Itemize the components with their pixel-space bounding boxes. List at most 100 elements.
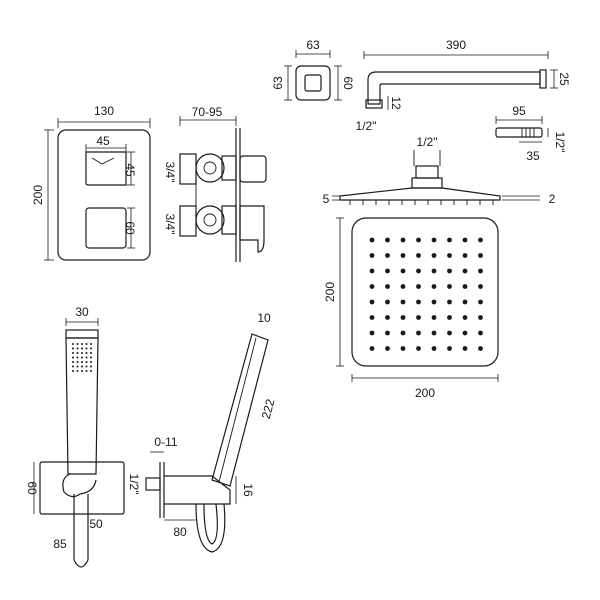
shower-nozzle: [431, 268, 437, 274]
handset-spray-hole: [81, 365, 83, 368]
shower-nozzle: [400, 237, 406, 243]
handset-spray-hole: [90, 370, 92, 372]
handset-spray-hole: [76, 365, 79, 368]
outlet-length-label: 95: [512, 104, 526, 118]
shower-nozzle: [447, 315, 452, 320]
shower-nozzle: [431, 315, 437, 320]
valve-side-view: 70-95 3/4" 3/4": [163, 105, 267, 262]
shower-nozzle: [385, 299, 390, 305]
shower-nozzle: [478, 346, 483, 351]
handset-spray-hole: [81, 370, 83, 372]
hose-outlet-label: 16: [241, 483, 255, 497]
shower-nozzle: [431, 330, 437, 336]
shower-nozzle: [369, 284, 375, 289]
shower-nozzle: [447, 346, 452, 351]
shower-head-plan-view: 200 200: [323, 217, 499, 400]
head-thread-label: 1/2": [417, 135, 438, 149]
shower-nozzle: [416, 284, 421, 289]
bracket-outer-width-label: 85: [53, 537, 67, 551]
handset-width-label: 30: [75, 305, 89, 319]
shower-nozzle: [400, 253, 406, 258]
handset-spray-hole: [81, 356, 83, 359]
shower-nozzle: [478, 330, 483, 336]
wall-elbow: 63 63 60: [271, 38, 355, 101]
shower-nozzle: [431, 253, 437, 258]
handset-spray-hole: [72, 343, 74, 345]
shower-nozzle: [462, 346, 468, 351]
elbow-width-label: 63: [306, 38, 320, 52]
handset-spray-hole: [72, 356, 74, 359]
bracket-inner-width-label: 50: [89, 517, 103, 531]
shower-head-side-view: 1/2" 5 2: [323, 135, 556, 206]
shower-nozzle-grid: [369, 237, 483, 351]
shower-nozzle: [478, 237, 483, 243]
shower-nozzle: [478, 253, 483, 258]
shower-nozzle: [462, 268, 468, 274]
shower-nozzle: [462, 315, 468, 320]
handset-length-label: 222: [259, 397, 278, 420]
handset-spray-hole: [76, 356, 79, 359]
shower-nozzle: [369, 315, 375, 320]
valve-outlet-top-label: 3/4": [163, 162, 177, 183]
valve-depth-label: 70-95: [192, 105, 223, 119]
handset-front-view: 30 60 50 85: [25, 305, 125, 568]
shower-nozzle: [416, 315, 421, 320]
shower-nozzle: [431, 284, 437, 289]
head-thickness-right-label: 2: [549, 192, 556, 206]
shower-nozzle: [369, 346, 375, 351]
handset-spray-hole: [90, 343, 92, 345]
shower-nozzle: [416, 330, 421, 336]
shower-nozzle: [400, 315, 406, 320]
shower-nozzle: [385, 253, 390, 258]
shower-nozzle: [416, 253, 421, 258]
arm-height-label: 25: [557, 72, 571, 86]
shower-nozzle: [478, 315, 483, 320]
arm-thread-label: 1/2": [356, 119, 377, 133]
shower-nozzle: [416, 346, 421, 351]
shower-nozzle: [447, 299, 452, 305]
handset-spray-hole: [72, 352, 74, 354]
shower-nozzle: [447, 237, 452, 243]
side-thread-label: 1/2": [127, 474, 141, 495]
handset-spray-hole: [85, 347, 88, 350]
shower-nozzle: [447, 284, 452, 289]
elbow-depth-label: 60: [341, 76, 355, 90]
valve-height-label: 200: [31, 185, 45, 205]
outlet-height-label: 35: [526, 149, 540, 163]
shower-nozzle: [462, 237, 468, 243]
handset-spray-holes: [72, 343, 92, 372]
handset-spray-hole: [72, 370, 74, 372]
shower-nozzle: [462, 253, 468, 258]
handset-spray-hole: [85, 343, 88, 345]
shower-nozzle: [369, 237, 375, 243]
handset-spray-hole: [76, 347, 79, 350]
handset-spray-hole: [81, 343, 83, 345]
shower-nozzle: [431, 237, 437, 243]
handset-spray-hole: [90, 356, 92, 359]
shower-nozzle: [416, 237, 421, 243]
shower-nozzle: [400, 346, 406, 351]
shower-nozzle: [385, 330, 390, 336]
shower-nozzle: [385, 268, 390, 274]
handset-spray-hole: [90, 352, 92, 354]
handset-spray-hole: [85, 365, 88, 368]
shower-nozzle: [400, 299, 406, 305]
handset-spray-hole: [90, 365, 92, 368]
handset-tip-label: 10: [257, 311, 271, 325]
shower-nozzle: [369, 299, 375, 305]
shower-arm: 390 25 12 1/2": [356, 38, 571, 133]
handset-spray-hole: [76, 343, 79, 345]
shower-nozzle: [385, 346, 390, 351]
handset-spray-hole: [72, 361, 74, 363]
handset-spray-hole: [76, 352, 79, 354]
shower-nozzle: [369, 330, 375, 336]
head-depth-label: 200: [323, 282, 337, 302]
shower-nozzle: [447, 268, 452, 274]
handset-spray-hole: [81, 352, 83, 354]
shower-nozzle: [385, 315, 390, 320]
head-side-nozzles: [349, 200, 494, 205]
handset-spray-hole: [72, 347, 74, 350]
handset-spray-hole: [81, 361, 83, 363]
handset-side-view: 10 222 0-11 1/2" 16 80: [127, 311, 278, 553]
valve-outlet-bottom-label: 3/4": [163, 214, 177, 235]
